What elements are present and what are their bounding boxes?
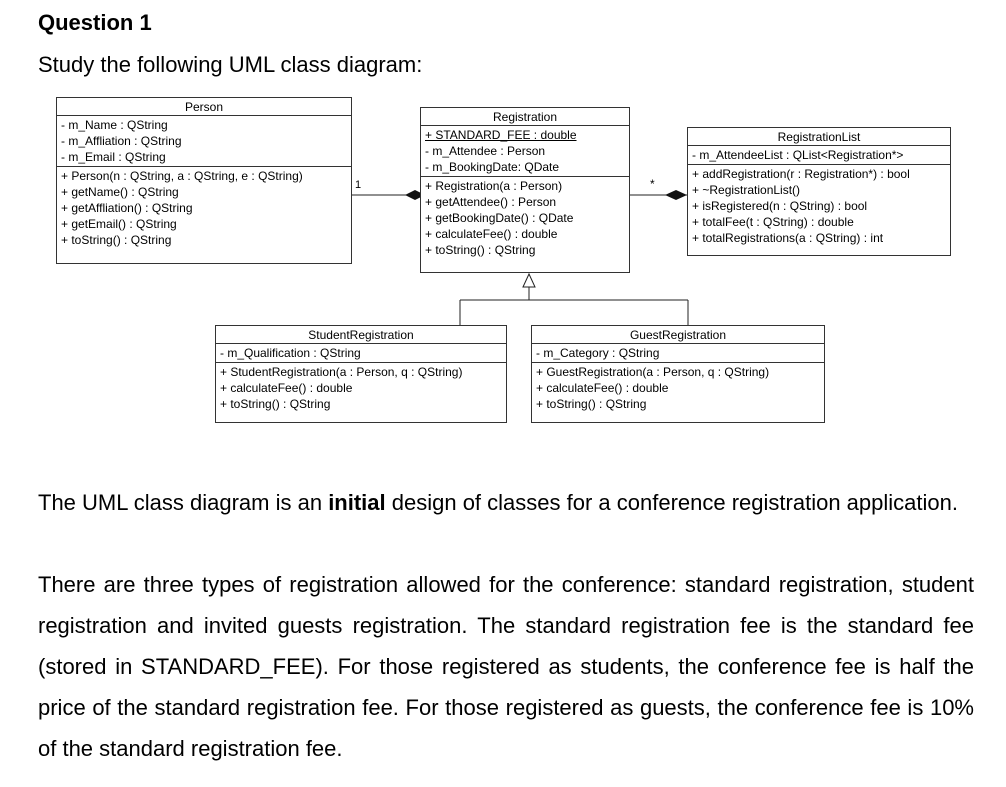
- student-registration-operation: + calculateFee() : double: [220, 381, 353, 395]
- composition-diamond-icon-2: [665, 190, 687, 200]
- registration-attribute-static: + STANDARD_FEE : double: [425, 128, 577, 142]
- registration-list-class-box: RegistrationList - m_AttendeeList : QLis…: [687, 127, 951, 256]
- paragraph-1-after: design of classes for a conference regis…: [385, 490, 958, 515]
- registration-list-operation: + isRegistered(n : QString) : bool: [692, 199, 868, 213]
- uml-class-diagram: 1 * Person - m_Name : QString - m_Afflia…: [56, 97, 951, 423]
- registration-list-attributes: - m_AttendeeList : QList<Registration*>: [688, 146, 950, 164]
- registration-class-box: Registration + STANDARD_FEE : double - m…: [420, 107, 630, 273]
- registration-attribute: - m_BookingDate: QDate: [425, 160, 560, 174]
- student-registration-operations: + StudentRegistration(a : Person, q : QS…: [216, 362, 506, 413]
- student-registration-attributes: - m_Qualification : QString: [216, 344, 506, 362]
- student-registration-operation: + toString() : QString: [220, 397, 331, 411]
- guest-registration-class-box: GuestRegistration - m_Category : QString…: [531, 325, 825, 423]
- question-instruction: Study the following UML class diagram:: [38, 52, 423, 77]
- question-heading: Question 1: [38, 10, 152, 35]
- registration-list-operation: + ~RegistrationList(): [692, 183, 801, 197]
- registration-operations: + Registration(a : Person) + getAttendee…: [421, 176, 629, 259]
- student-registration-class-name: StudentRegistration: [216, 326, 506, 344]
- student-registration-class-box: StudentRegistration - m_Qualification : …: [215, 325, 507, 423]
- person-operation: + getName() : QString: [61, 185, 179, 199]
- registration-operation: + getBookingDate() : QDate: [425, 211, 574, 225]
- registration-list-class-name: RegistrationList: [688, 128, 950, 146]
- registration-attributes: + STANDARD_FEE : double - m_Attendee : P…: [421, 126, 629, 176]
- guest-registration-class-name: GuestRegistration: [532, 326, 824, 344]
- generalization-triangle-icon: [522, 272, 536, 288]
- registration-operation: + getAttendee() : Person: [425, 195, 557, 209]
- registration-operation: + Registration(a : Person): [425, 179, 563, 193]
- person-operations: + Person(n : QString, a : QString, e : Q…: [57, 166, 351, 249]
- paragraph-1-before: The UML class diagram is an: [38, 490, 329, 515]
- registration-list-operation: + totalFee(t : QString) : double: [692, 215, 854, 229]
- guest-registration-attribute: - m_Category : QString: [536, 346, 660, 360]
- registration-class-name: Registration: [421, 108, 629, 126]
- person-class-box: Person - m_Name : QString - m_Affliation…: [56, 97, 352, 264]
- student-registration-attribute: - m_Qualification : QString: [220, 346, 361, 360]
- registration-list-operation: + totalRegistrations(a : QString) : int: [692, 231, 884, 245]
- person-attribute: - m_Email : QString: [61, 150, 166, 164]
- description-paragraph-2: There are three types of registration al…: [38, 572, 974, 761]
- multiplicity-many: *: [650, 177, 655, 191]
- guest-registration-operation: + GuestRegistration(a : Person, q : QStr…: [536, 365, 770, 379]
- guest-registration-operations: + GuestRegistration(a : Person, q : QStr…: [532, 362, 824, 413]
- guest-registration-operation: + toString() : QString: [536, 397, 647, 411]
- person-operation: + getEmail() : QString: [61, 217, 177, 231]
- person-operation: + toString() : QString: [61, 233, 172, 247]
- registration-operation: + toString() : QString: [425, 243, 536, 257]
- student-registration-operation: + StudentRegistration(a : Person, q : QS…: [220, 365, 463, 379]
- guest-registration-operation: + calculateFee() : double: [536, 381, 669, 395]
- person-attributes: - m_Name : QString - m_Affliation : QStr…: [57, 116, 351, 166]
- registration-list-operation: + addRegistration(r : Registration*) : b…: [692, 167, 910, 181]
- paragraph-1-emphasis: initial: [328, 490, 386, 515]
- person-class-name: Person: [57, 98, 351, 116]
- multiplicity-one: 1: [355, 179, 361, 191]
- guest-registration-attributes: - m_Category : QString: [532, 344, 824, 362]
- person-operation: + getAffliation() : QString: [61, 201, 193, 215]
- person-attribute: - m_Name : QString: [61, 118, 168, 132]
- description-paragraph-1: The UML class diagram is an initial desi…: [38, 482, 974, 523]
- person-operation: + Person(n : QString, a : QString, e : Q…: [61, 169, 303, 183]
- registration-list-operations: + addRegistration(r : Registration*) : b…: [688, 164, 950, 247]
- registration-attribute: - m_Attendee : Person: [425, 144, 546, 158]
- person-attribute: - m_Affliation : QString: [61, 134, 182, 148]
- registration-list-attribute: - m_AttendeeList : QList<Registration*>: [692, 148, 904, 162]
- registration-operation: + calculateFee() : double: [425, 227, 558, 241]
